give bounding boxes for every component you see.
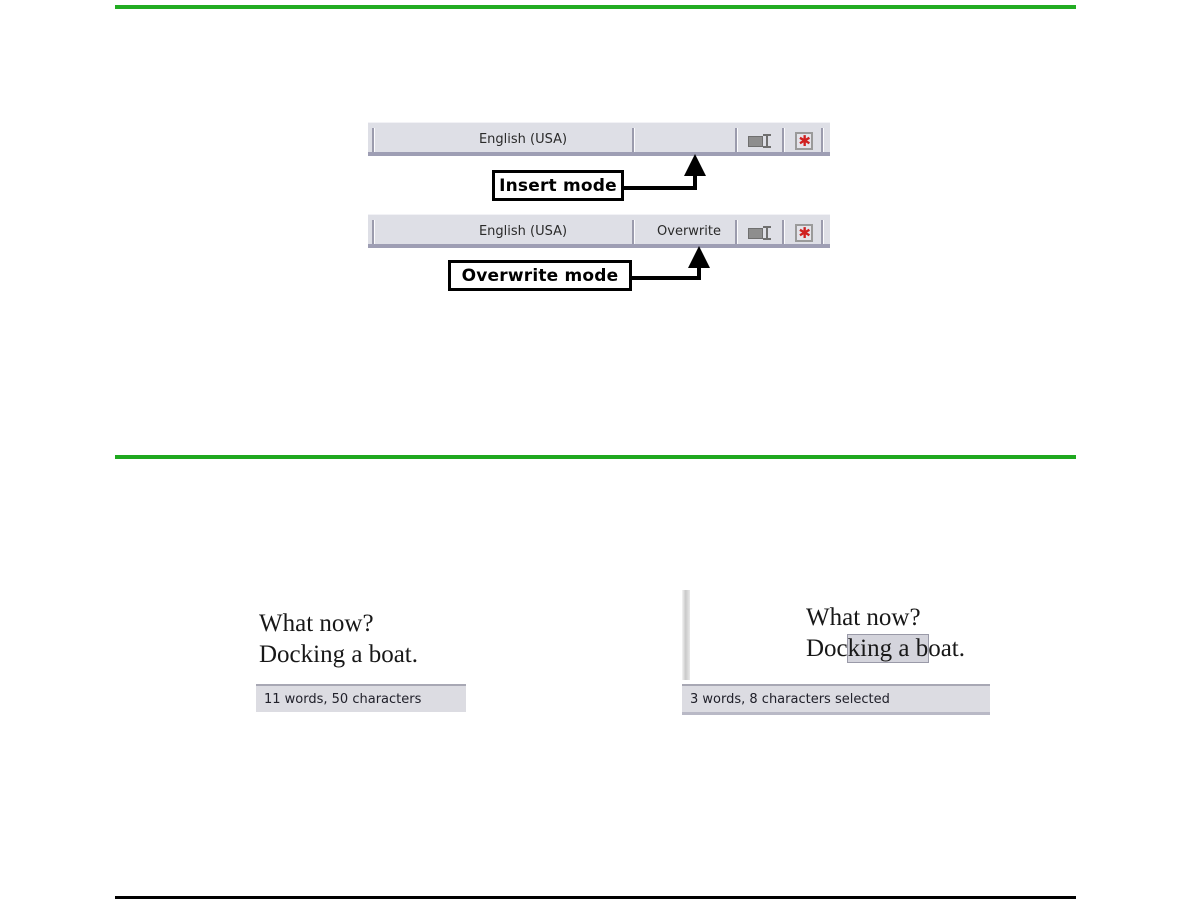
overwrite-mode-callout-arrow — [688, 246, 710, 268]
statusbar-insert-overwrite-overwrite[interactable]: Overwrite — [657, 224, 721, 239]
statusbar-bottom-edge-2 — [368, 244, 830, 248]
word-count-sample-right: What now? Docking a boat. — [806, 602, 965, 664]
word-count-text-left: 11 words, 50 characters — [264, 692, 422, 707]
statusbar-bottom-edge — [368, 152, 830, 156]
statusbar-separator-right2-2 — [782, 220, 785, 244]
insert-mode-callout-leader-vertical — [693, 170, 697, 190]
selection-mode-icon[interactable] — [748, 134, 772, 148]
word-count-bar-right[interactable]: 3 words, 8 characters selected — [682, 684, 990, 715]
statusbar-separator-end — [821, 128, 824, 152]
insert-mode-callout-leader-horizontal — [620, 186, 695, 190]
sample-right-line2-before: Doc — [806, 635, 848, 662]
insert-mode-callout-arrow — [684, 154, 706, 176]
asterisk-glyph: ✱ — [798, 132, 811, 150]
word-count-bar-left[interactable]: 11 words, 50 characters — [256, 684, 466, 712]
statusbar-separator-mid-2 — [632, 220, 635, 244]
statusbar-language-overwrite[interactable]: English (USA) — [478, 224, 568, 239]
statusbar-overwrite-mode[interactable]: English (USA) Overwrite ✱ — [368, 214, 830, 248]
document-modified-icon[interactable]: ✱ — [795, 224, 813, 242]
page-left-margin-edge — [682, 590, 690, 680]
sample-left-line2: Docking a boat. — [259, 641, 418, 668]
selection-mode-icon[interactable] — [748, 226, 772, 240]
statusbar-separator-right — [735, 128, 738, 152]
statusbar-separator-left-2 — [372, 220, 375, 244]
sample-right-line1: What now? — [806, 604, 921, 631]
statusbar-language-insert[interactable]: English (USA) — [478, 132, 568, 147]
section-rule-green — [115, 455, 1076, 459]
overwrite-mode-callout-leader-vertical — [697, 262, 701, 280]
sample-right-line2: Docking a boat. — [806, 633, 965, 664]
statusbar-separator-end-2 — [821, 220, 824, 244]
overwrite-mode-callout-leader-horizontal — [628, 276, 699, 280]
insert-mode-callout-box: Insert mode — [492, 170, 624, 201]
header-rule-green — [115, 5, 1076, 9]
document-modified-icon[interactable]: ✱ — [795, 132, 813, 150]
word-count-bar-right-underline — [682, 712, 990, 715]
statusbar-separator-right-2 — [735, 220, 738, 244]
statusbar-separator-left — [372, 128, 375, 152]
text-selection-highlight[interactable]: king a b — [846, 634, 930, 663]
statusbar-separator-right2 — [782, 128, 785, 152]
asterisk-glyph: ✱ — [798, 224, 811, 242]
word-count-sample-left: What now? Docking a boat. — [259, 608, 418, 670]
statusbar-separator-mid — [632, 128, 635, 152]
sample-right-line2-after: oat. — [928, 635, 965, 662]
statusbar-insert-mode[interactable]: English (USA) ✱ — [368, 122, 830, 156]
footer-rule-dark — [115, 896, 1076, 899]
word-count-text-right: 3 words, 8 characters selected — [690, 692, 890, 707]
sample-left-line1: What now? — [259, 610, 374, 637]
overwrite-mode-callout-box: Overwrite mode — [448, 260, 632, 291]
